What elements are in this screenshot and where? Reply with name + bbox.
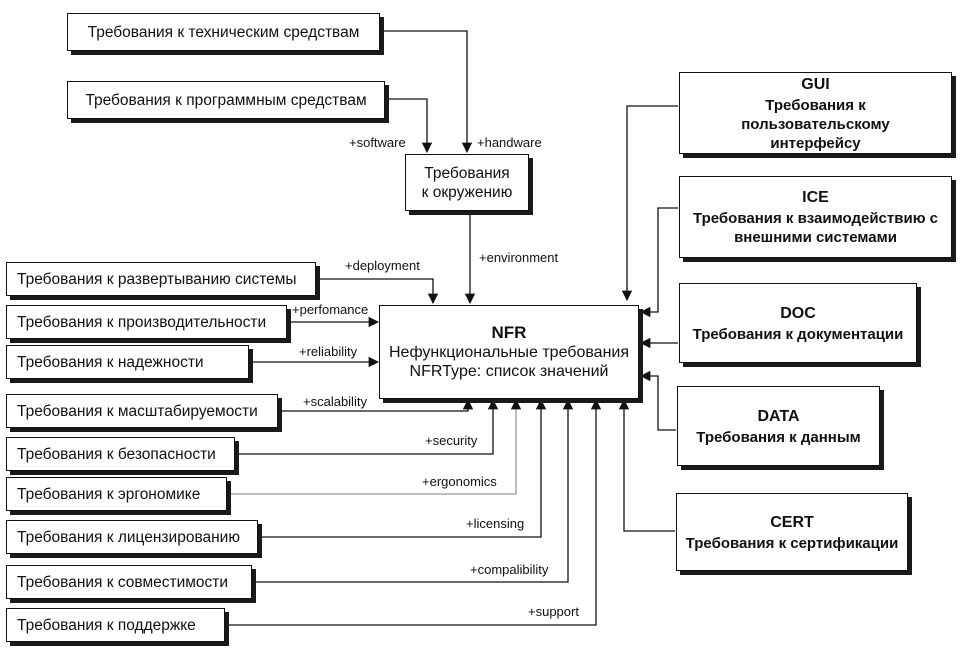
box-data: DATA Требования к данным [677,386,880,466]
data-desc: Требования к данным [696,428,861,446]
edge-ergonomics [227,398,522,495]
box-software-requirements: Требования к программным средствам [67,81,385,119]
label-security: +security [425,433,478,448]
label-environment: +environment [479,250,559,265]
box-gui: GUI Требования к пользовательскому интер… [679,72,952,154]
doc-desc: Требования к документации [692,325,904,343]
label-scalability: +scalability [303,394,367,409]
box-hardware-requirements: Требования к техническим средствам [67,13,380,51]
data-code: DATA [757,407,800,425]
box-security-requirements: Требования к безопасности [6,437,235,471]
box-nfr: NFR Нефункциональные требования NFRType:… [379,305,639,399]
gui-desc: Требования к пользовательскому интерфейс… [741,96,890,152]
edge-gui [621,105,678,302]
box-label: Требования к производительности [17,313,267,331]
box-label: Требования к эргономике [17,485,201,503]
edge-hardware [380,30,473,154]
box-label: Требования к надежности [17,353,204,371]
box-scalability-requirements: Требования к масштабируемости [6,394,278,428]
box-deployment-requirements: Требования к развертыванию системы [6,262,316,296]
box-label: Требования к программным средствам [85,91,367,109]
edge-deployment [316,278,439,305]
box-performance-requirements: Требования к производительности [6,305,287,339]
box-cert: CERT Требования к сертификации [676,493,908,571]
cert-desc: Требования к сертификации [685,534,899,552]
label-ergonomics: +ergonomics [422,474,497,489]
nfr-title: Нефункциональные требования [388,344,630,361]
label-hardware: +handware [477,135,542,150]
cert-code: CERT [770,513,814,531]
doc-code: DOC [780,304,816,322]
nfr-type: NFRType: список значений [409,363,609,380]
edge-software [385,98,433,154]
label-software: +software [349,135,406,150]
box-licensing-requirements: Требования к лицензированию [6,520,258,554]
box-ice: ICE Требования к взаимодействию с внешни… [679,176,952,258]
label-reliability: +reliability [299,344,358,359]
edge-compatibility [252,398,574,583]
box-label: Требования к совместимости [17,573,229,591]
label-perfomance: +perfomance [292,302,369,317]
box-support-requirements: Требования к поддержке [6,608,225,642]
edge-support [225,398,602,626]
label-licensing: +licensing [466,516,525,531]
box-reliability-requirements: Требования к надежности [6,345,249,379]
box-label: Требования к безопасности [17,445,216,463]
box-environment-requirements: Требования к окружению [405,154,529,211]
label-compalibility: +compalibility [470,562,549,577]
edge-scalability [278,398,474,412]
ice-code: ICE [802,189,829,206]
edge-licensing [258,398,547,538]
edge-security [235,398,499,455]
box-ergonomics-requirements: Требования к эргономике [6,477,227,511]
ice-desc: Требования к взаимодействию с внешними с… [693,210,939,246]
label-deployment: +deployment [345,258,420,273]
edge-cert [618,398,675,532]
box-label: Требования к окружению [421,164,513,201]
box-label: Требования к техническим средствам [87,23,360,41]
gui-code: GUI [801,75,830,93]
box-label: Требования к лицензированию [17,528,240,546]
edge-ice [639,207,678,318]
label-support: +support [528,604,579,619]
box-compatibility-requirements: Требования к совместимости [6,565,252,599]
box-label: Требования к масштабируемости [17,402,258,420]
box-label: Требования к развертыванию системы [17,270,297,288]
nfr-code: NFR [491,323,527,342]
box-label: Требования к поддержке [17,616,196,634]
edge-data [639,370,676,431]
box-doc: DOC Требования к документации [679,283,917,363]
